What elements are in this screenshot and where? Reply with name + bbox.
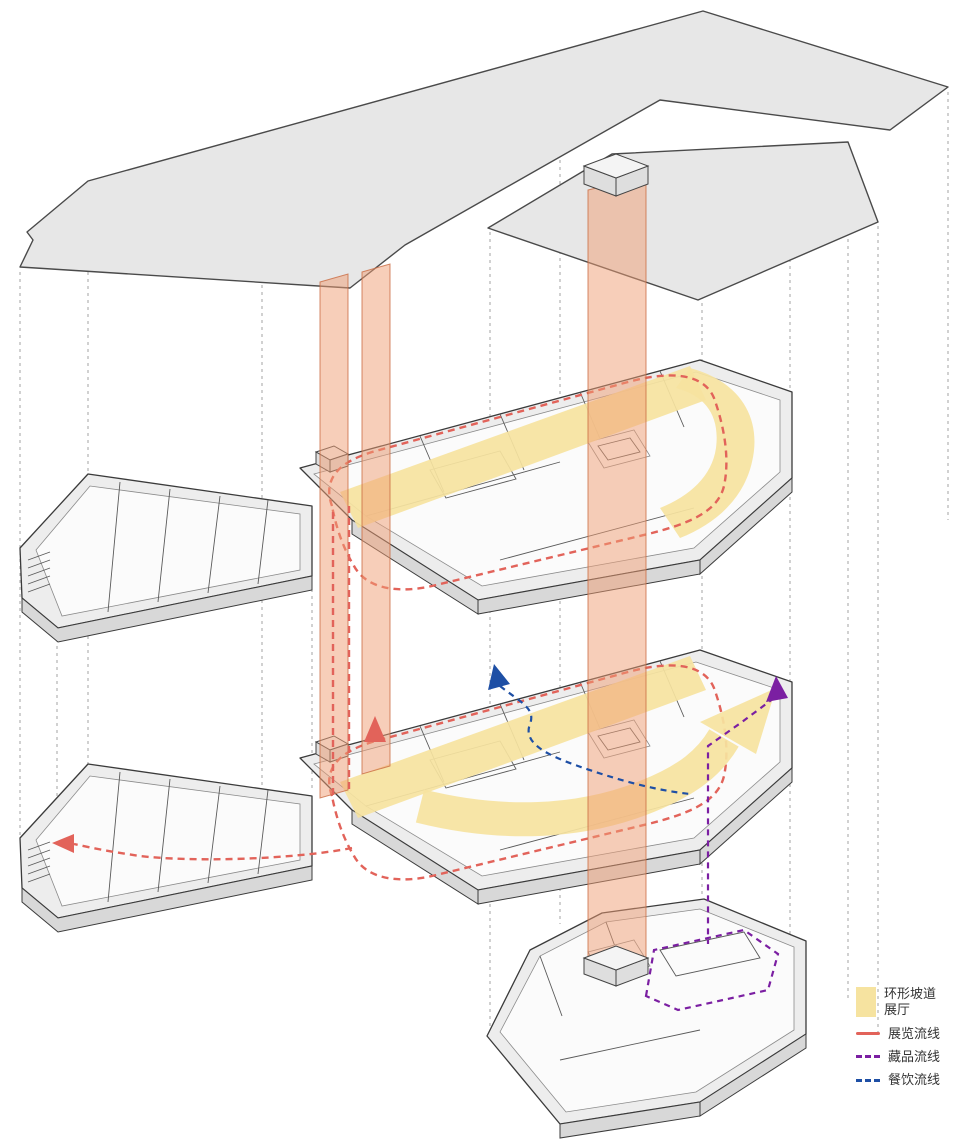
legend-item-dining-route: 餐饮流线	[856, 1072, 940, 1088]
skylight-cube-bottom	[582, 945, 650, 987]
legend-label-ramp: 环形坡道	[884, 986, 937, 1001]
roof-level	[19, 10, 949, 301]
wing-exhibition-route	[73, 842, 353, 861]
exhibition-vertical-connectors	[331, 506, 351, 800]
legend: 环形坡道 展厅 展览流线 藏品流线 餐饮流线	[856, 986, 940, 1088]
legend-label-collection-route: 藏品流线	[888, 1048, 941, 1064]
legend-purple-line-swatch	[856, 1055, 880, 1059]
legend-label-hall: 展厅	[884, 1002, 911, 1018]
legend-blue-line-swatch	[856, 1078, 880, 1082]
secondary-roof-plate	[487, 141, 879, 301]
roof-plate	[19, 10, 949, 289]
dining-route	[499, 685, 691, 796]
basement-collection-loop	[644, 928, 780, 1012]
legend-item-ramp-hall: 环形坡道 展厅	[856, 986, 940, 1019]
exhibition-exit-arrow	[52, 834, 74, 853]
vertical-shafts	[319, 153, 650, 987]
circulation-overlays	[52, 506, 788, 944]
legend-red-line-swatch	[856, 1032, 880, 1036]
legend-label-dining-route: 餐饮流线	[888, 1072, 941, 1087]
exhibition-up-arrow	[364, 716, 386, 742]
skylight-cube-top	[582, 153, 650, 197]
ramp-arrow-head	[700, 688, 776, 754]
legend-item-exhibition-route: 展览流线	[856, 1026, 940, 1042]
legend-label-exhibition-route: 展览流线	[888, 1025, 941, 1041]
main-atrium-shaft	[587, 175, 647, 973]
stair-shaft-left-2	[361, 263, 391, 775]
floor-lower	[19, 649, 793, 933]
legend-item-collection-route: 藏品流线	[856, 1049, 940, 1065]
collection-route	[706, 697, 775, 944]
dining-arrow	[488, 664, 510, 690]
collection-arrow	[766, 676, 788, 702]
floor-upper	[19, 359, 793, 643]
legend-area-swatch	[856, 987, 876, 1018]
